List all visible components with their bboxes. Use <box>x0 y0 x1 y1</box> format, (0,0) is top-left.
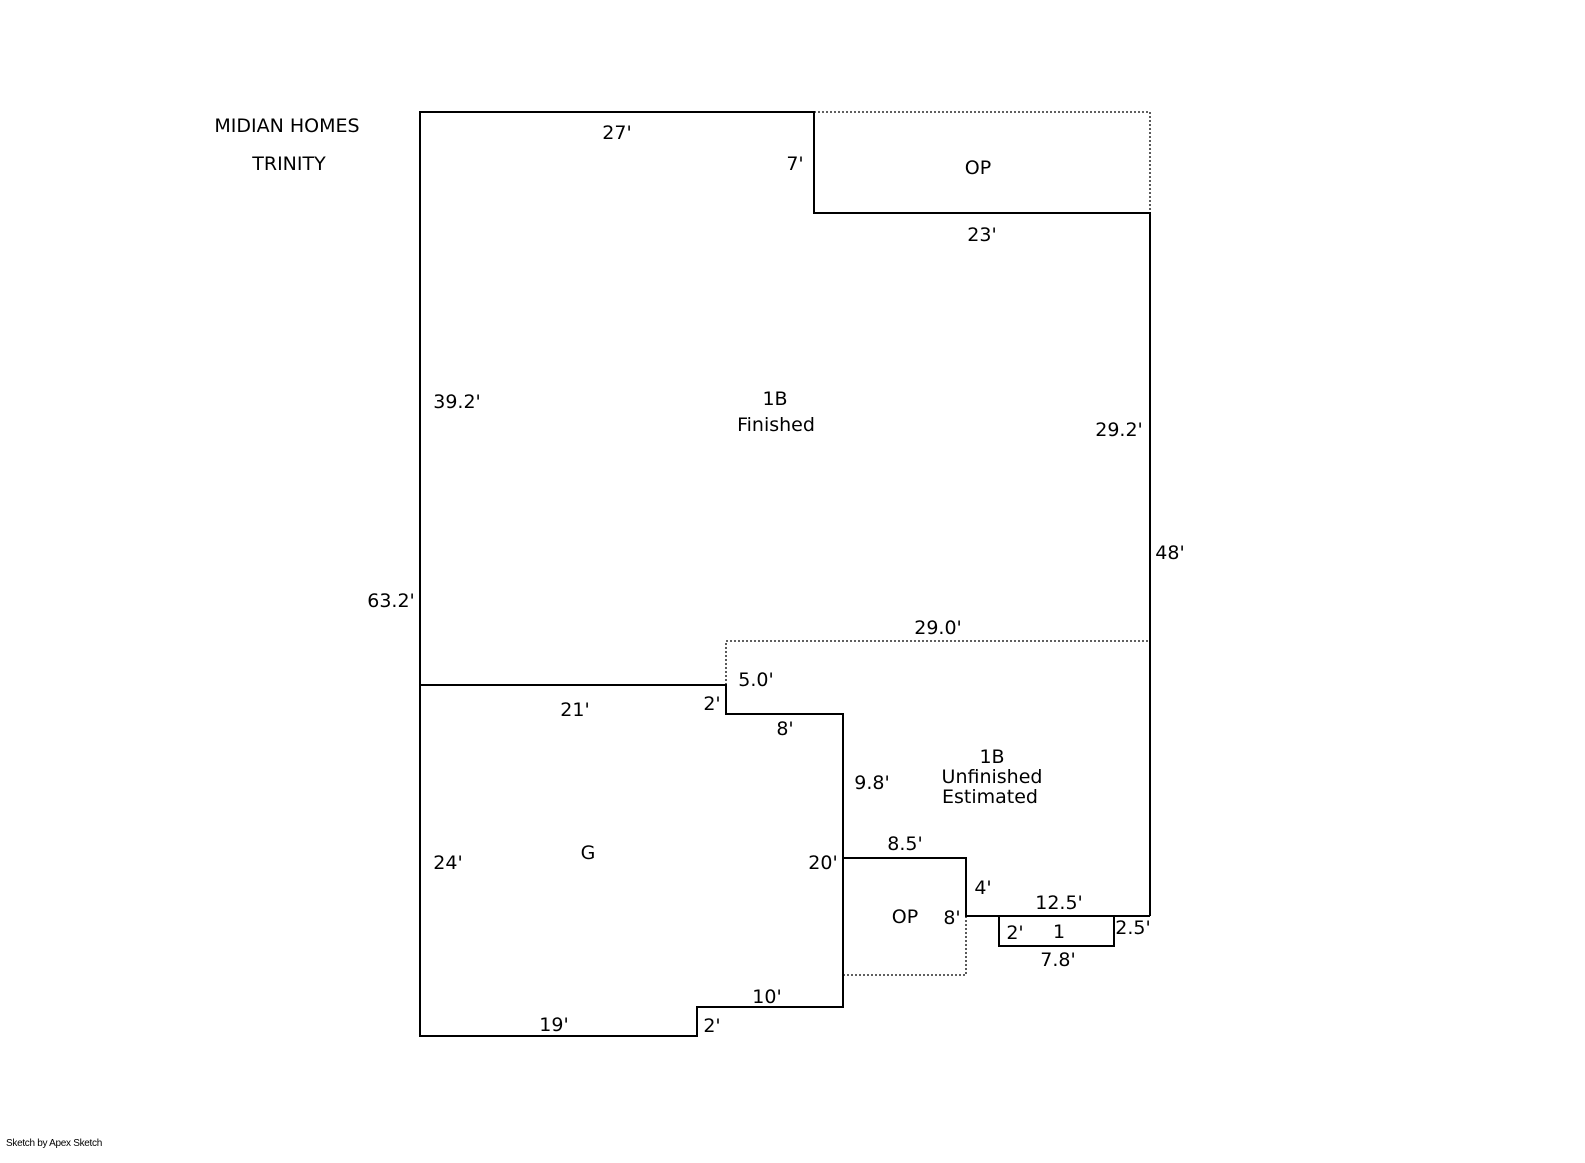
dim-op-top-edge: 8.5' <box>887 833 922 855</box>
dim-garage-step: 2' <box>703 693 720 715</box>
company-name: MIDIAN HOMES <box>214 115 359 137</box>
dim-left-upper: 39.2' <box>433 391 481 413</box>
footer-credit: Sketch by Apex Sketch <box>6 1138 102 1149</box>
finished-area-outline <box>419 111 1151 916</box>
dim-unfinished-left: 5.0' <box>738 669 773 691</box>
op-bottom-dotted <box>843 916 967 976</box>
dim-left-total: 63.2' <box>367 590 415 612</box>
finished-code-label: 1B <box>762 388 787 410</box>
dim-unfinished-top: 29.0' <box>914 617 962 639</box>
unfinished-code-label: 1B <box>979 746 1004 768</box>
area-1-outline <box>998 915 1115 947</box>
unfinished-status-label: Unfinished <box>942 766 1043 788</box>
dim-top: 27' <box>602 122 631 144</box>
garage-label: G <box>581 842 596 864</box>
model-name: TRINITY <box>251 153 326 175</box>
unfinished-boundary <box>725 640 1150 685</box>
dim-garage-bottom: 19' <box>539 1014 568 1036</box>
finished-status-label: Finished <box>737 414 815 436</box>
dim-wall-9-8: 9.8' <box>854 772 889 794</box>
op-top-label: OP <box>965 157 991 179</box>
dim-op-bottom-edge: 23' <box>967 224 996 246</box>
dim-garage-step-bottom: 2' <box>703 1015 720 1037</box>
area-1-label: 1 <box>1053 921 1065 943</box>
dim-garage-bottom-right: 10' <box>752 986 781 1008</box>
op-bottom-label: OP <box>892 906 918 928</box>
dim-garage-top: 21' <box>560 699 589 721</box>
dim-garage-left: 24' <box>433 852 462 874</box>
dim-notch-7: 7' <box>786 153 803 175</box>
op-top-outline <box>814 111 1151 213</box>
dim-garage-right: 20' <box>808 852 837 874</box>
dim-op-right: 8' <box>943 907 960 929</box>
op-bottom-outline <box>843 857 1150 917</box>
dim-step-4: 4' <box>974 877 991 899</box>
dim-step-12-5: 12.5' <box>1035 892 1083 914</box>
garage-outline <box>419 684 844 1037</box>
dim-step-8: 8' <box>776 718 793 740</box>
dim-area1-left: 2' <box>1006 922 1023 944</box>
unfinished-note-label: Estimated <box>942 786 1038 808</box>
dim-right-total: 48' <box>1155 542 1184 564</box>
dim-right-upper: 29.2' <box>1095 419 1143 441</box>
dim-area1-right: 2.5' <box>1115 917 1150 939</box>
dim-area1-bottom: 7.8' <box>1040 949 1075 971</box>
